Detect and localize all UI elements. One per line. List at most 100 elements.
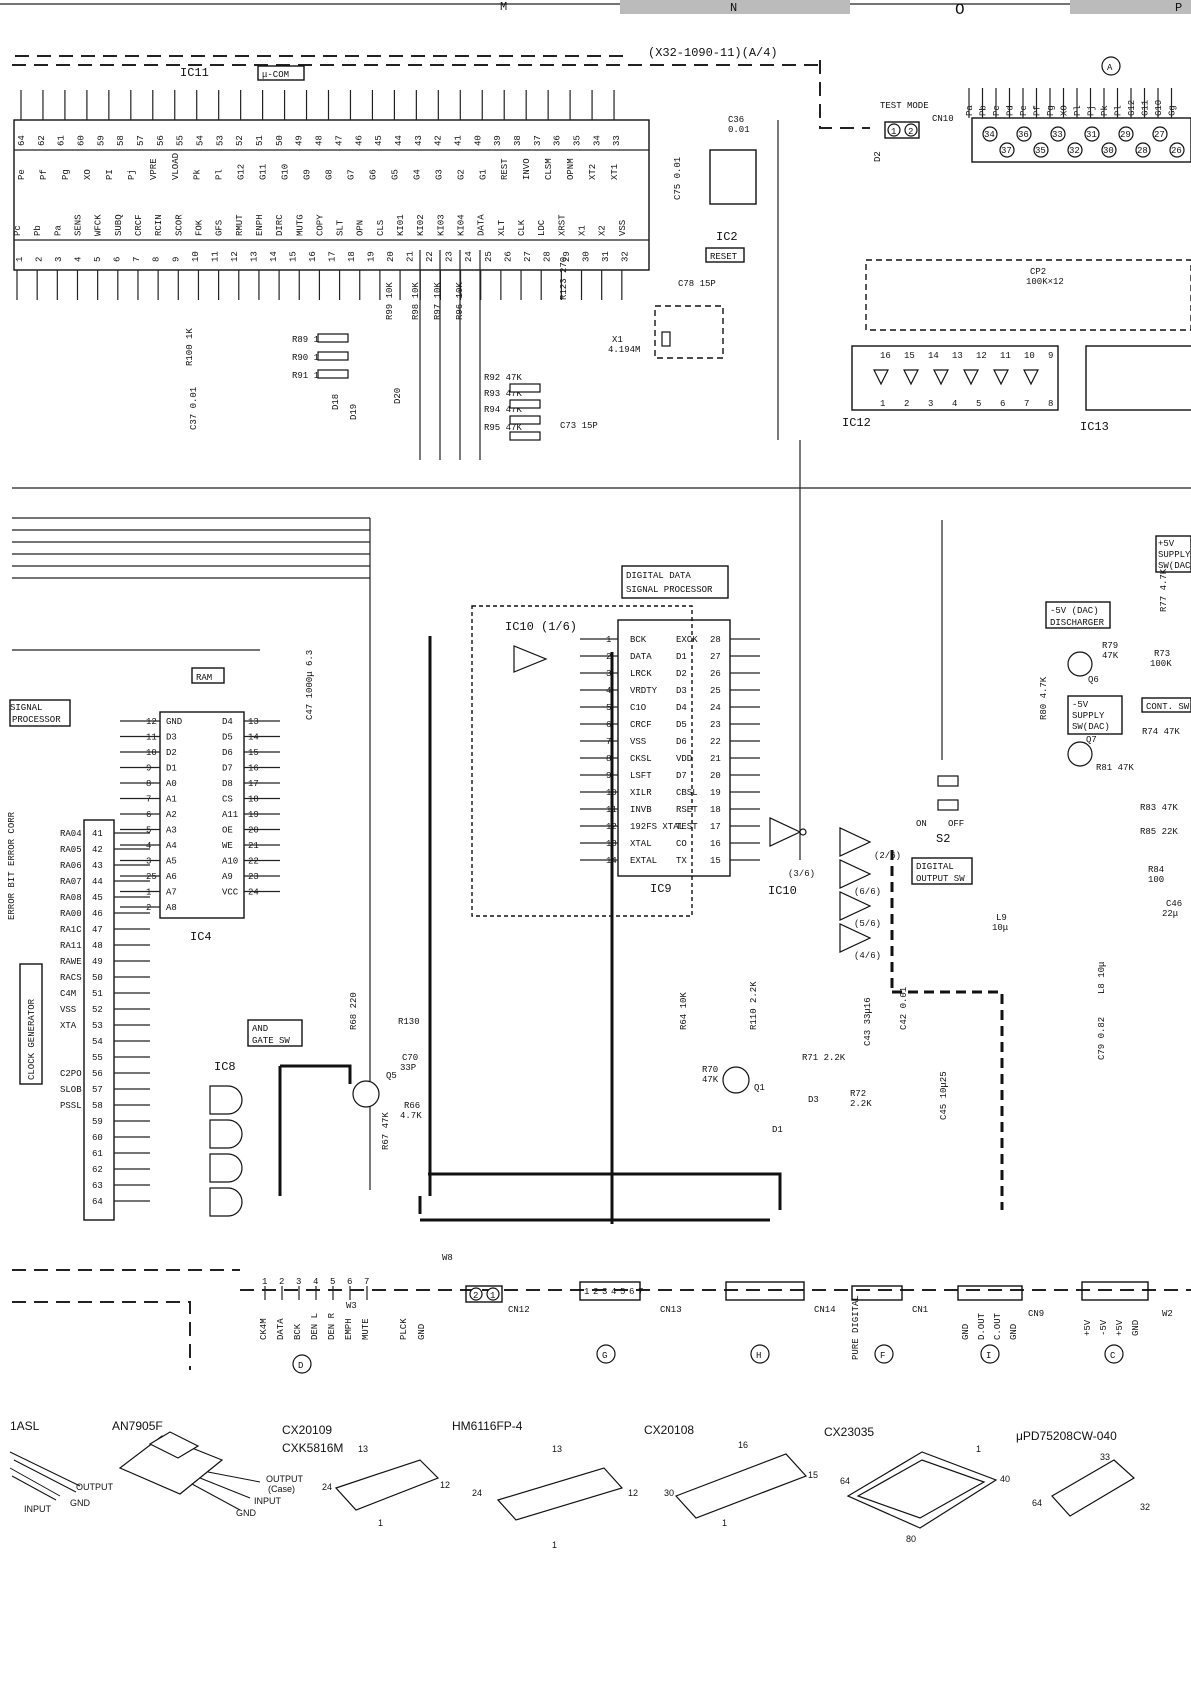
sp-pin-number: 47	[92, 925, 103, 935]
signal-processor-left: SIGNAL PROCESSOR RA04RA05RA06RA07RA08RA0…	[7, 699, 150, 1221]
ic12-driver-symbol	[933, 369, 949, 386]
sp-pin-number: 61	[92, 1149, 103, 1159]
ic11-bottom-pin-number: 8	[152, 257, 162, 262]
svg-text:R64 10K: R64 10K	[679, 992, 689, 1030]
cn10-pin	[1118, 126, 1134, 142]
svg-text:R90 10K: R90 10K	[292, 353, 330, 363]
cn10-label: CN10	[932, 114, 954, 124]
ram-right-pin-number: 23	[248, 872, 259, 882]
ic11-top-pin-name: G3	[434, 169, 444, 180]
svg-text:L8 10μ: L8 10μ	[1097, 961, 1107, 994]
ram-right-pin-number: 19	[248, 810, 259, 820]
svg-text:R80 4.7K: R80 4.7K	[1039, 676, 1049, 720]
ram-left-pin-name: D3	[166, 733, 177, 743]
dsp-left-pin-name: CKSL	[630, 754, 652, 764]
ram-left-pin-name: D2	[166, 748, 177, 758]
sp-pin-number: 48	[92, 941, 103, 951]
dsp-right-pin-name: VDD	[676, 754, 692, 764]
ic11-bottom-pin-name: KI01	[396, 214, 406, 236]
ram-left-pin-number: 4	[146, 841, 151, 851]
svg-text:W3: W3	[346, 1301, 357, 1311]
dsp-right-pin-number: 16	[710, 839, 721, 849]
svg-text:PLCK: PLCK	[399, 1318, 409, 1340]
dsp-left-pin-name: DATA	[630, 652, 652, 662]
ic11-top-pin-number: 61	[57, 135, 67, 146]
cn10-pin-number: 31	[1086, 130, 1097, 140]
ram-right-pin-name: D7	[222, 764, 233, 774]
svg-text:DISCHARGER: DISCHARGER	[1050, 618, 1105, 628]
ram-right-pin-name: A9	[222, 872, 233, 882]
ic11-top-pin-name: G9	[303, 169, 313, 180]
svg-text:(2/6): (2/6)	[874, 851, 901, 861]
ic11-top-pin-number: 64	[17, 135, 27, 146]
ic12-pin-top: 13	[952, 351, 963, 361]
cn10-pin-number: 30	[1103, 146, 1114, 156]
ic11-bottom-pin-name: XRST	[557, 214, 567, 236]
sp-pin-number: 64	[92, 1197, 103, 1207]
cn12-pin-number: 3	[296, 1277, 301, 1287]
dsp-left-pin-number: 2	[606, 652, 611, 662]
dsp-left-pin-name: 192FS XTAL	[630, 822, 684, 832]
package-legend: 1ASL INPUT OUTPUT GND AN7905F OUTPUT (Ca…	[9, 1419, 1150, 1550]
cn10-pin	[1169, 142, 1185, 158]
svg-text:ON: ON	[916, 819, 927, 829]
ic11-top-pin-name: VLOAD	[171, 153, 181, 180]
dsp-right-pin-name: CO	[676, 839, 687, 849]
dsp-left-pin-number: 3	[606, 669, 611, 679]
svg-text:C47 1000μ 6.3: C47 1000μ 6.3	[305, 650, 315, 720]
heavy-traces	[278, 636, 782, 1224]
cn10-pin-number: 34	[984, 130, 995, 140]
ic11-top-pin-number: 40	[473, 135, 483, 146]
svg-text:47K: 47K	[702, 1075, 719, 1085]
ic11-bottom-pin-number: 25	[484, 251, 494, 262]
cn12-pin-number: 4	[313, 1277, 318, 1287]
ic11-bottom-pin-number: 26	[503, 251, 513, 262]
x1-label: X1	[612, 335, 623, 345]
ram-right-pin-name: A11	[222, 810, 238, 820]
ic11-top-pin-name: VPRE	[149, 158, 159, 180]
svg-text:D: D	[298, 1361, 303, 1371]
ic11-bottom-pin-number: 24	[464, 251, 474, 262]
svg-text:33P: 33P	[400, 1063, 416, 1073]
svg-text:R100 1K: R100 1K	[185, 328, 195, 366]
svg-text:H: H	[756, 1351, 761, 1361]
svg-text:CONT. SW: CONT. SW	[1146, 702, 1190, 712]
ic11-bottom-pin-name: ENPH	[255, 214, 265, 236]
svg-text:(3/6): (3/6)	[788, 869, 815, 879]
svg-text:CN1: CN1	[912, 1305, 928, 1315]
svg-text:IC8: IC8	[214, 1060, 236, 1074]
cn10-top-label: G10	[1154, 100, 1164, 116]
cn12-signal-label: DATA	[276, 1318, 286, 1340]
ic11-bottom-pin-name: Pb	[33, 225, 43, 236]
ram-right-pin-name: A10	[222, 857, 238, 867]
svg-text:SUPPLY: SUPPLY	[1072, 711, 1105, 721]
ic11-top-pin-number: 46	[354, 135, 364, 146]
dsp-right-pin-number: 15	[710, 856, 721, 866]
dsp-right-pin-name: D2	[676, 669, 687, 679]
ic11-bottom-pin-number: 20	[386, 251, 396, 262]
cn10-pin-number: 33	[1052, 130, 1063, 140]
cn9-signal-label: C.OUT	[993, 1312, 1003, 1340]
svg-text:CX20108: CX20108	[644, 1423, 694, 1437]
cn9-signal-label: D.OUT	[977, 1312, 987, 1340]
ic11-bottom-pin-number: 16	[308, 251, 318, 262]
svg-text:R74 47K: R74 47K	[1142, 727, 1180, 737]
ic12-pin-bottom: 7	[1024, 399, 1029, 409]
ic11-bottom-pin-number: 19	[367, 251, 377, 262]
svg-text:F: F	[880, 1351, 885, 1361]
ic12-pin-top: 12	[976, 351, 987, 361]
ic11-top-pin-number: 53	[215, 135, 225, 146]
cn12-signal-label: BCK	[293, 1323, 303, 1340]
svg-text:D20: D20	[393, 388, 403, 404]
cn10-pin	[1152, 126, 1168, 142]
cn13-pin-number: 5	[620, 1287, 625, 1297]
ic11-bottom-pin-name: VSS	[618, 220, 628, 236]
cn13-pin-number: 1	[584, 1287, 589, 1297]
ram-left-pin-number: 8	[146, 779, 151, 789]
cn12-signal-label: DEN R	[327, 1312, 337, 1340]
dsp-right-pin-number: 28	[710, 635, 721, 645]
ic11-top-pin-name: Pe	[17, 169, 27, 180]
ic11-bottom-pin-number: 29	[562, 251, 572, 262]
